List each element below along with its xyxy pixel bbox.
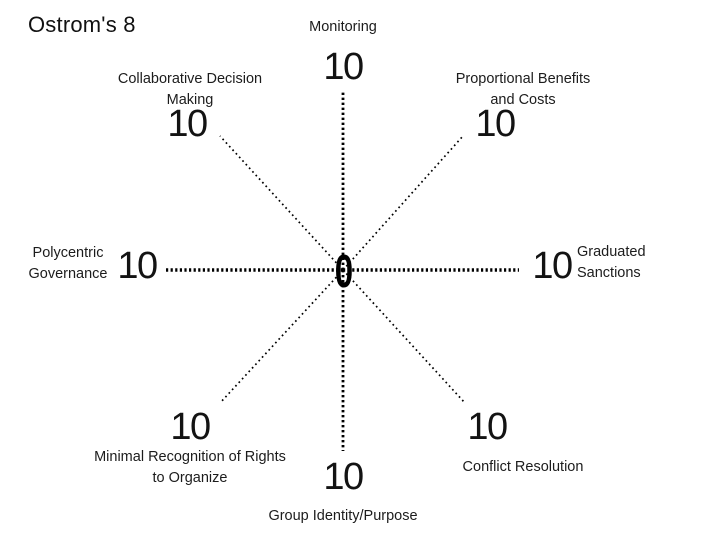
axis-max-conflict-resolution: 10 — [467, 406, 508, 448]
axis-max-polycentric-governance: 10 — [117, 245, 158, 287]
axis-ray-top-right — [342, 135, 464, 271]
axis-label-collaborative-decision-making: Collaborative Decision Making — [117, 71, 263, 109]
axis-max-proportional-benefits-and-costs: 10 — [475, 103, 516, 145]
axis-label-graduated-sanctions: Graduated Sanctions — [577, 244, 646, 282]
axis-max-group-identity-purpose: 10 — [323, 456, 364, 498]
axis-ray-bottom-right — [342, 269, 466, 404]
axis-max-minimal-recognition-of-rights-to-organize: 10 — [170, 406, 211, 448]
axis-ray-top-left — [219, 135, 344, 271]
axis-max-collaborative-decision-making: 10 — [167, 103, 208, 145]
axis-label-proportional-benefits-and-costs: Proportional Benefits and Costs — [455, 71, 591, 109]
axis-max-graduated-sanctions: 10 — [532, 245, 573, 287]
axis-label-polycentric-governance: Polycentric Governance — [28, 245, 108, 283]
axis-label-minimal-recognition-of-rights-to-organize: Minimal Recognition of Rights to Organiz… — [94, 449, 286, 487]
axis-max-monitoring: 10 — [323, 46, 364, 88]
axis-ray-bottom-left — [219, 269, 344, 404]
axis-label-conflict-resolution: Conflict Resolution — [462, 459, 584, 475]
slide-title: Ostrom's 8 — [28, 12, 136, 37]
axis-label-group-identity-purpose: Group Identity/Purpose — [268, 508, 418, 524]
axis-center-value: 0 — [335, 247, 353, 297]
axis-label-monitoring: Monitoring — [309, 19, 377, 35]
